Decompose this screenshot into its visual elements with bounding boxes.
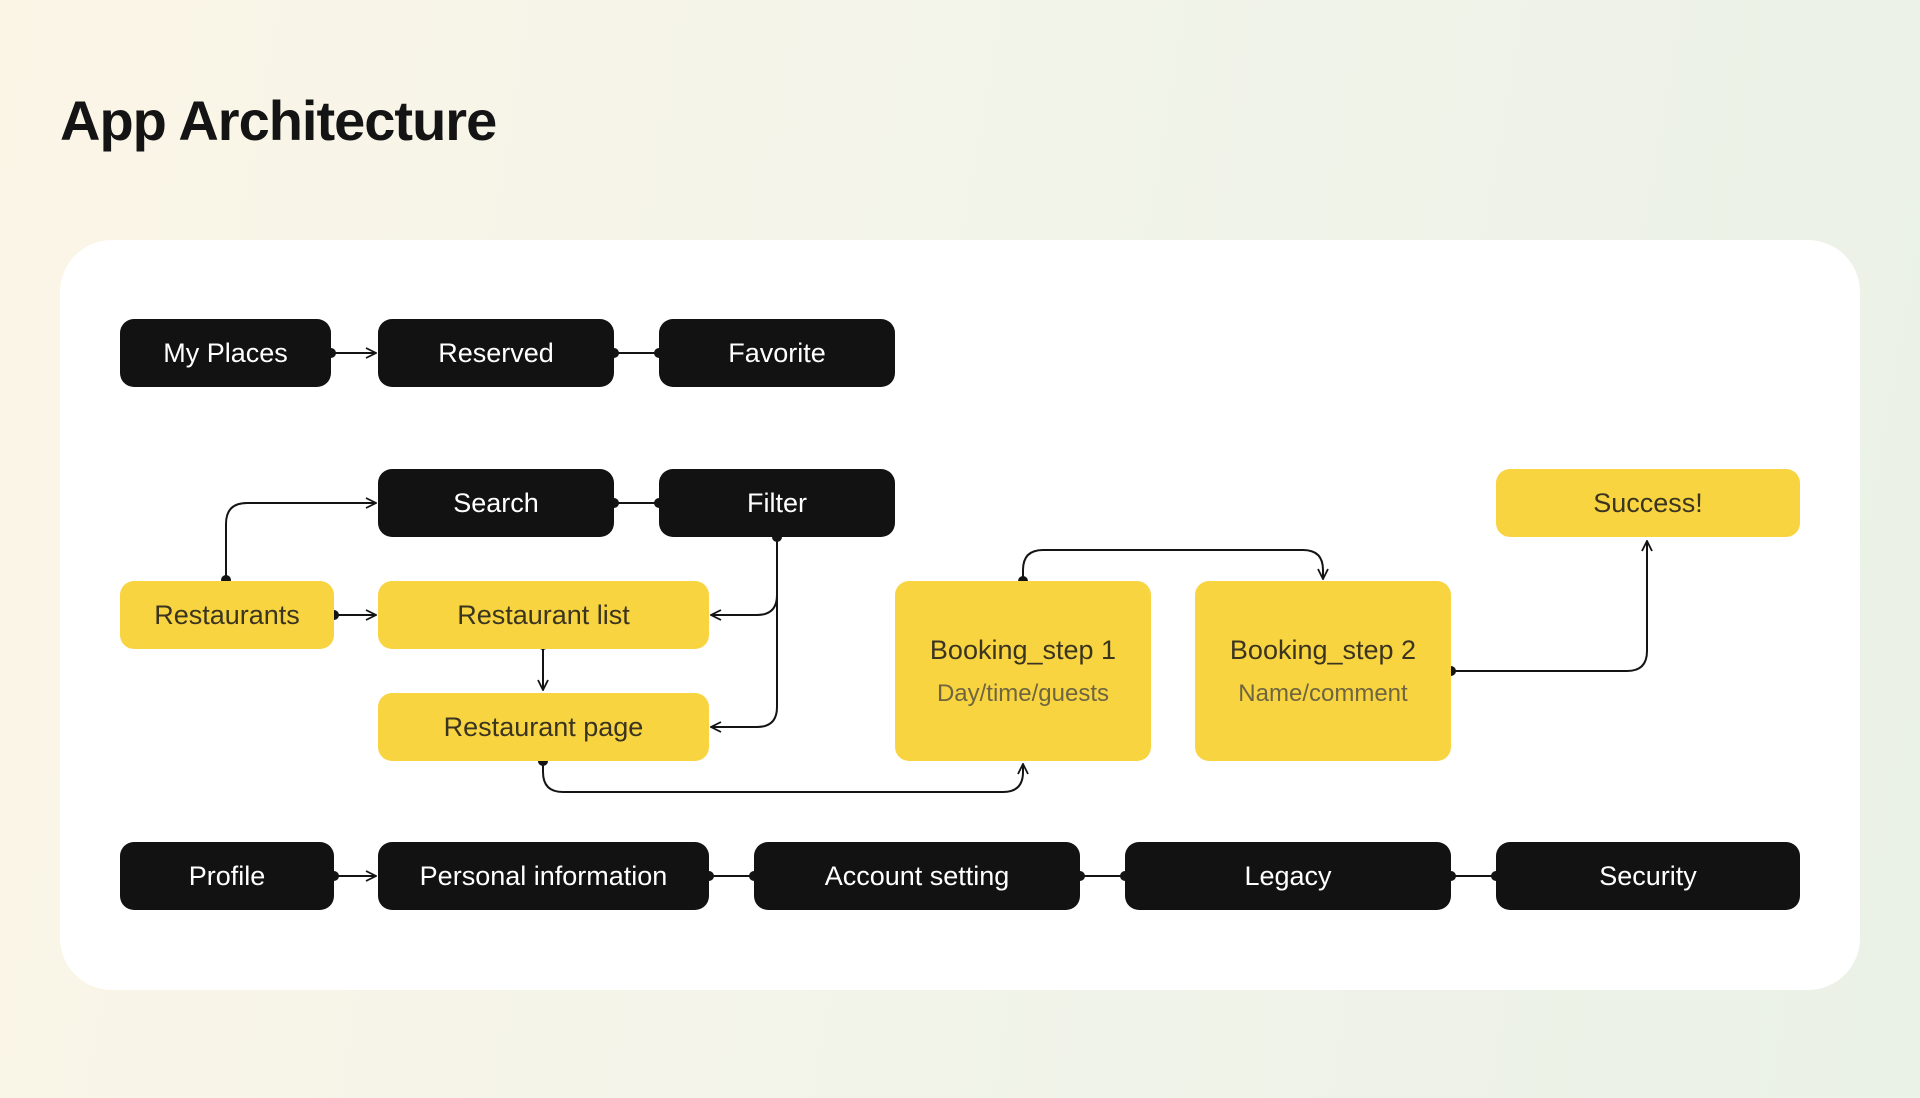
node-restaurant-page[interactable]: Restaurant page bbox=[378, 693, 709, 761]
node-profile[interactable]: Profile bbox=[120, 842, 334, 910]
node-sublabel: Day/time/guests bbox=[936, 679, 1110, 707]
node-booking-step-2[interactable]: Booking_step 2 Name/comment bbox=[1195, 581, 1451, 761]
node-success[interactable]: Success! bbox=[1496, 469, 1800, 537]
node-personal-information[interactable]: Personal information bbox=[378, 842, 709, 910]
connector-filter-page bbox=[711, 537, 778, 727]
node-account-setting[interactable]: Account setting bbox=[754, 842, 1080, 910]
node-label: Legacy bbox=[1244, 860, 1332, 891]
connector-page-booking1 bbox=[542, 761, 1023, 793]
node-label: Security bbox=[1599, 860, 1697, 891]
connector-booking1-booking2 bbox=[1022, 549, 1323, 581]
node-sublabel: Name/comment bbox=[1238, 679, 1408, 707]
connector-restaurants-search bbox=[225, 503, 376, 580]
node-restaurant-list[interactable]: Restaurant list bbox=[378, 581, 709, 649]
node-legacy[interactable]: Legacy bbox=[1125, 842, 1451, 910]
node-label: Booking_step 1 bbox=[929, 634, 1117, 665]
node-my-places[interactable]: My Places bbox=[120, 319, 331, 387]
node-label: Restaurants bbox=[154, 599, 300, 630]
node-label: Profile bbox=[188, 860, 266, 891]
node-label: Restaurant list bbox=[457, 599, 630, 630]
node-favorite[interactable]: Favorite bbox=[659, 319, 895, 387]
node-restaurants[interactable]: Restaurants bbox=[120, 581, 334, 649]
node-label: Reserved bbox=[438, 337, 554, 368]
node-security[interactable]: Security bbox=[1496, 842, 1800, 910]
node-filter[interactable]: Filter bbox=[659, 469, 895, 537]
page-title: App Architecture bbox=[60, 89, 497, 152]
node-label: My Places bbox=[163, 337, 288, 368]
node-booking-step-1[interactable]: Booking_step 1 Day/time/guests bbox=[895, 581, 1151, 761]
node-label: Filter bbox=[747, 487, 807, 518]
node-label: Account setting bbox=[824, 860, 1010, 891]
node-label: Personal information bbox=[419, 860, 668, 891]
connector-filter-list bbox=[711, 537, 778, 615]
node-label: Favorite bbox=[728, 337, 826, 368]
node-search[interactable]: Search bbox=[378, 469, 614, 537]
connector-booking2-success bbox=[1451, 541, 1647, 672]
node-label: Booking_step 2 bbox=[1229, 634, 1417, 665]
node-label: Search bbox=[453, 487, 539, 518]
node-label: Success! bbox=[1593, 487, 1703, 518]
node-reserved[interactable]: Reserved bbox=[378, 319, 614, 387]
node-label: Restaurant page bbox=[443, 711, 644, 742]
